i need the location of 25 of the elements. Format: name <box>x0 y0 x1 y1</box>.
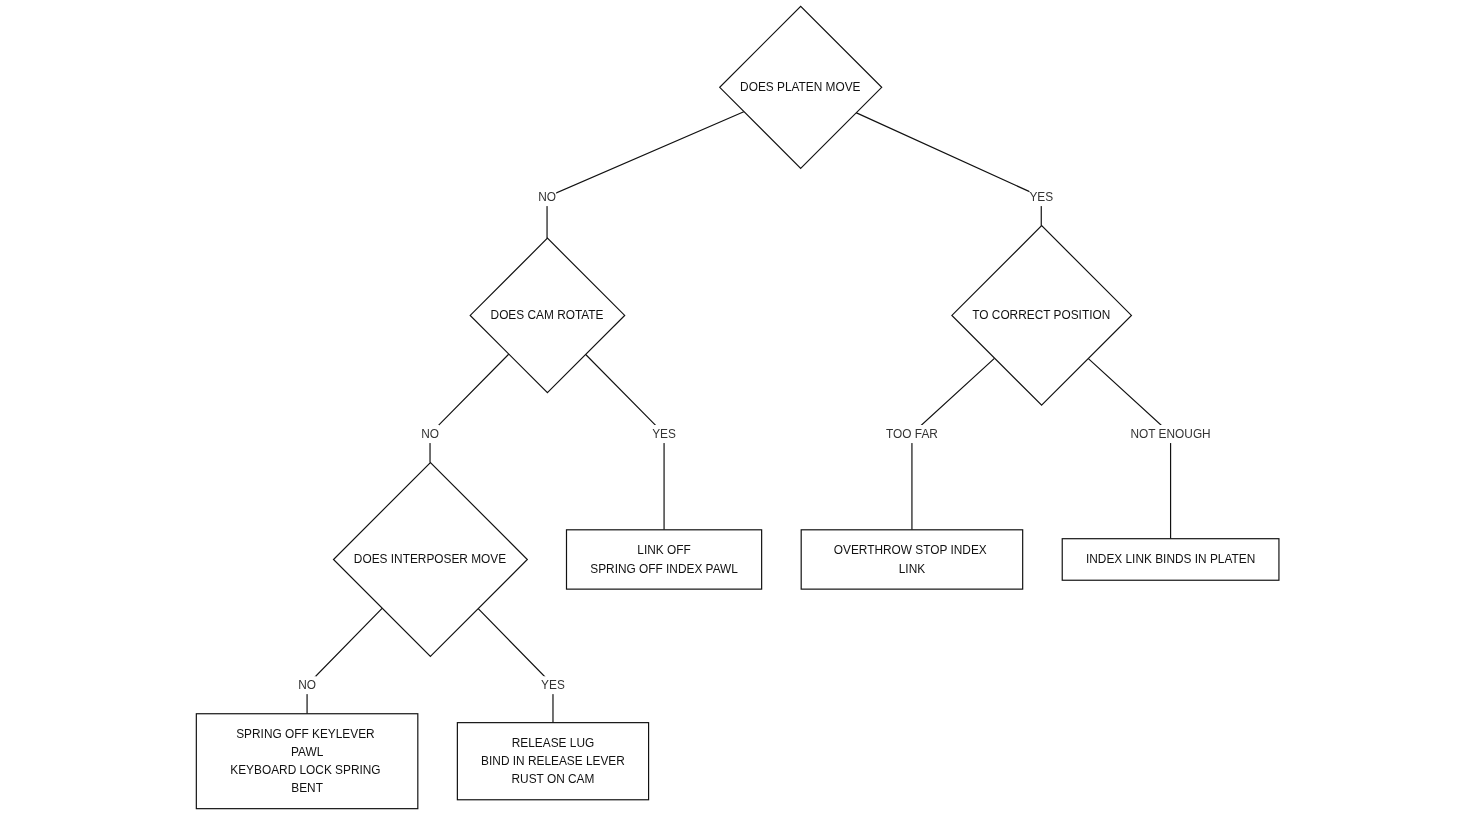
edge-label: YES <box>652 426 677 441</box>
connector <box>585 353 666 531</box>
node-box: INDEX LINK BINDS IN PLATEN <box>1062 538 1280 581</box>
connector <box>429 353 510 464</box>
edge-label: YES <box>541 677 566 692</box>
connector <box>546 111 745 239</box>
edge-label: NOT ENOUGH <box>1130 426 1212 441</box>
connector <box>477 607 554 724</box>
node-box: OVERTHROW STOP INDEX LINK <box>800 529 1024 590</box>
node-diamond: DOES CAM ROTATE <box>469 237 626 394</box>
node-diamond: DOES INTERPOSER MOVE <box>333 461 529 658</box>
connector <box>306 607 384 715</box>
connector <box>911 357 996 531</box>
node-box: SPRING OFF KEYLEVER PAWL KEYBOARD LOCK SPRING BENT <box>196 713 419 810</box>
node-box: LINK OFF SPRING OFF INDEX PAWL <box>566 529 763 590</box>
node-diamond: TO CORRECT POSITION <box>951 224 1133 407</box>
node-box: RELEASE LUG BIND IN RELEASE LEVER RUST ON CAM <box>457 722 650 801</box>
edge-label: NO <box>298 677 317 692</box>
edge-label: TOO FAR <box>886 426 939 441</box>
connector <box>1087 357 1172 540</box>
edge-label: YES <box>1029 189 1054 204</box>
edge-label: NO <box>538 189 557 204</box>
connector <box>855 112 1043 227</box>
edge-label: NO <box>421 426 440 441</box>
node-diamond: DOES PLATEN MOVE <box>719 5 883 170</box>
